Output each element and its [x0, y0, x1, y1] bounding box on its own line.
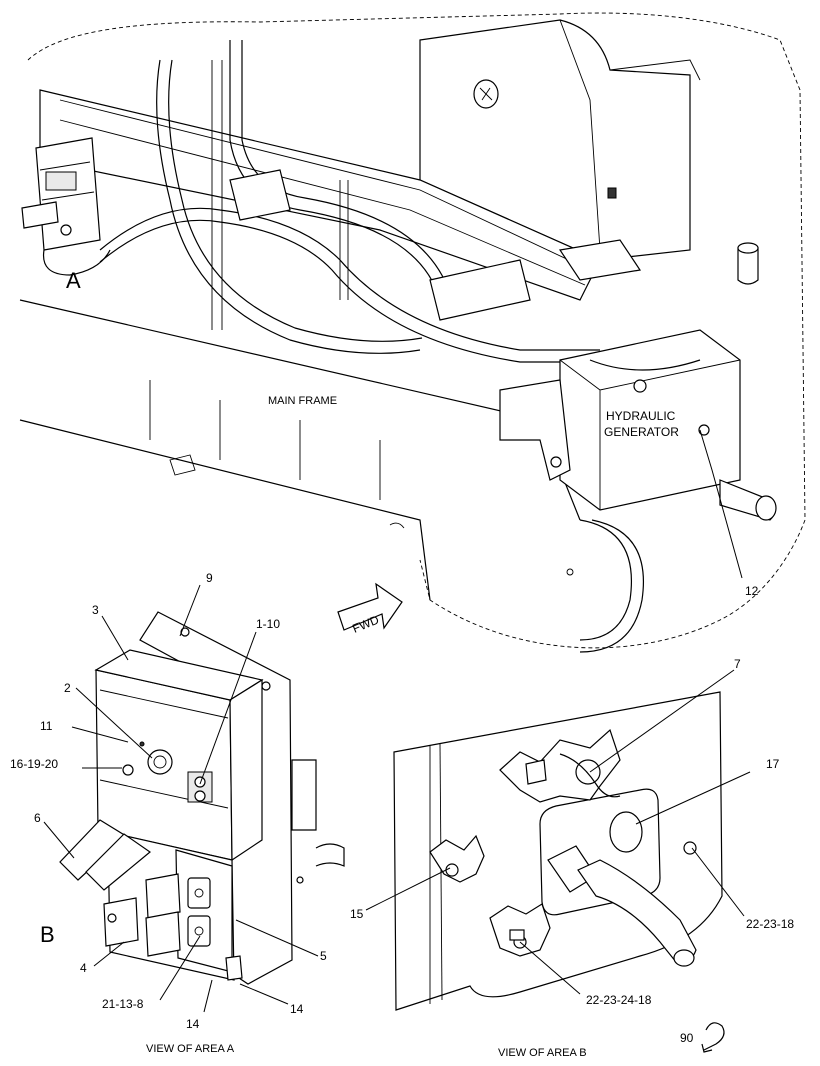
area-a-marker: A	[66, 268, 81, 293]
callout-6: 6	[34, 811, 41, 825]
main-frame-label: MAIN FRAME	[268, 395, 337, 407]
callout-7: 7	[734, 657, 741, 671]
callout-17: 17	[766, 757, 780, 771]
rotate-arrow-head-icon	[701, 1043, 713, 1053]
callout-14-left: 14	[186, 1017, 200, 1031]
rotate-arrow-icon	[703, 1022, 725, 1051]
callout-15: 15	[350, 907, 364, 921]
callout-12: 12	[745, 584, 759, 598]
view-a-leaders	[43, 584, 319, 1013]
hydraulic-label: HYDRAULIC	[606, 409, 676, 423]
area-b-marker: B	[40, 922, 55, 947]
main-frame-assembly	[19, 12, 806, 653]
callout-21-13-8: 21-13-8	[102, 997, 144, 1011]
view-a-assembly	[59, 611, 345, 985]
callout-22-23-18: 22-23-18	[746, 917, 794, 931]
callout-11: 11	[40, 719, 53, 733]
callout-9: 9	[206, 571, 213, 585]
callout-22-23-24-18: 22-23-24-18	[586, 993, 652, 1007]
callout-16-19-20: 16-19-20	[10, 757, 58, 771]
page-reference: 90	[680, 1022, 725, 1053]
main-labels: A MAIN FRAME HYDRAULIC GENERATOR 12	[66, 268, 759, 598]
view-b-assembly	[393, 691, 723, 1011]
generator-label: GENERATOR	[604, 425, 679, 439]
view-a-labels: 9 3 1-10 2 11 16-19-20 6 B 4 21-13-8 14 …	[10, 571, 327, 1055]
page-ref-label: 90	[680, 1031, 694, 1045]
view-b-leaders	[365, 669, 751, 995]
callout-2: 2	[64, 681, 71, 695]
callout-4: 4	[80, 961, 87, 975]
view-b-labels: 7 17 22-23-18 15 22-23-24-18 VIEW OF ARE…	[350, 657, 794, 1059]
callout-1-10: 1-10	[256, 617, 280, 631]
fwd-arrow: FWD	[337, 582, 403, 636]
callout-3: 3	[92, 603, 99, 617]
view-a-caption: VIEW OF AREA A	[146, 1043, 235, 1055]
callout-5: 5	[320, 949, 327, 963]
callout-14-right: 14	[290, 1002, 304, 1016]
view-b-caption: VIEW OF AREA B	[498, 1047, 587, 1059]
